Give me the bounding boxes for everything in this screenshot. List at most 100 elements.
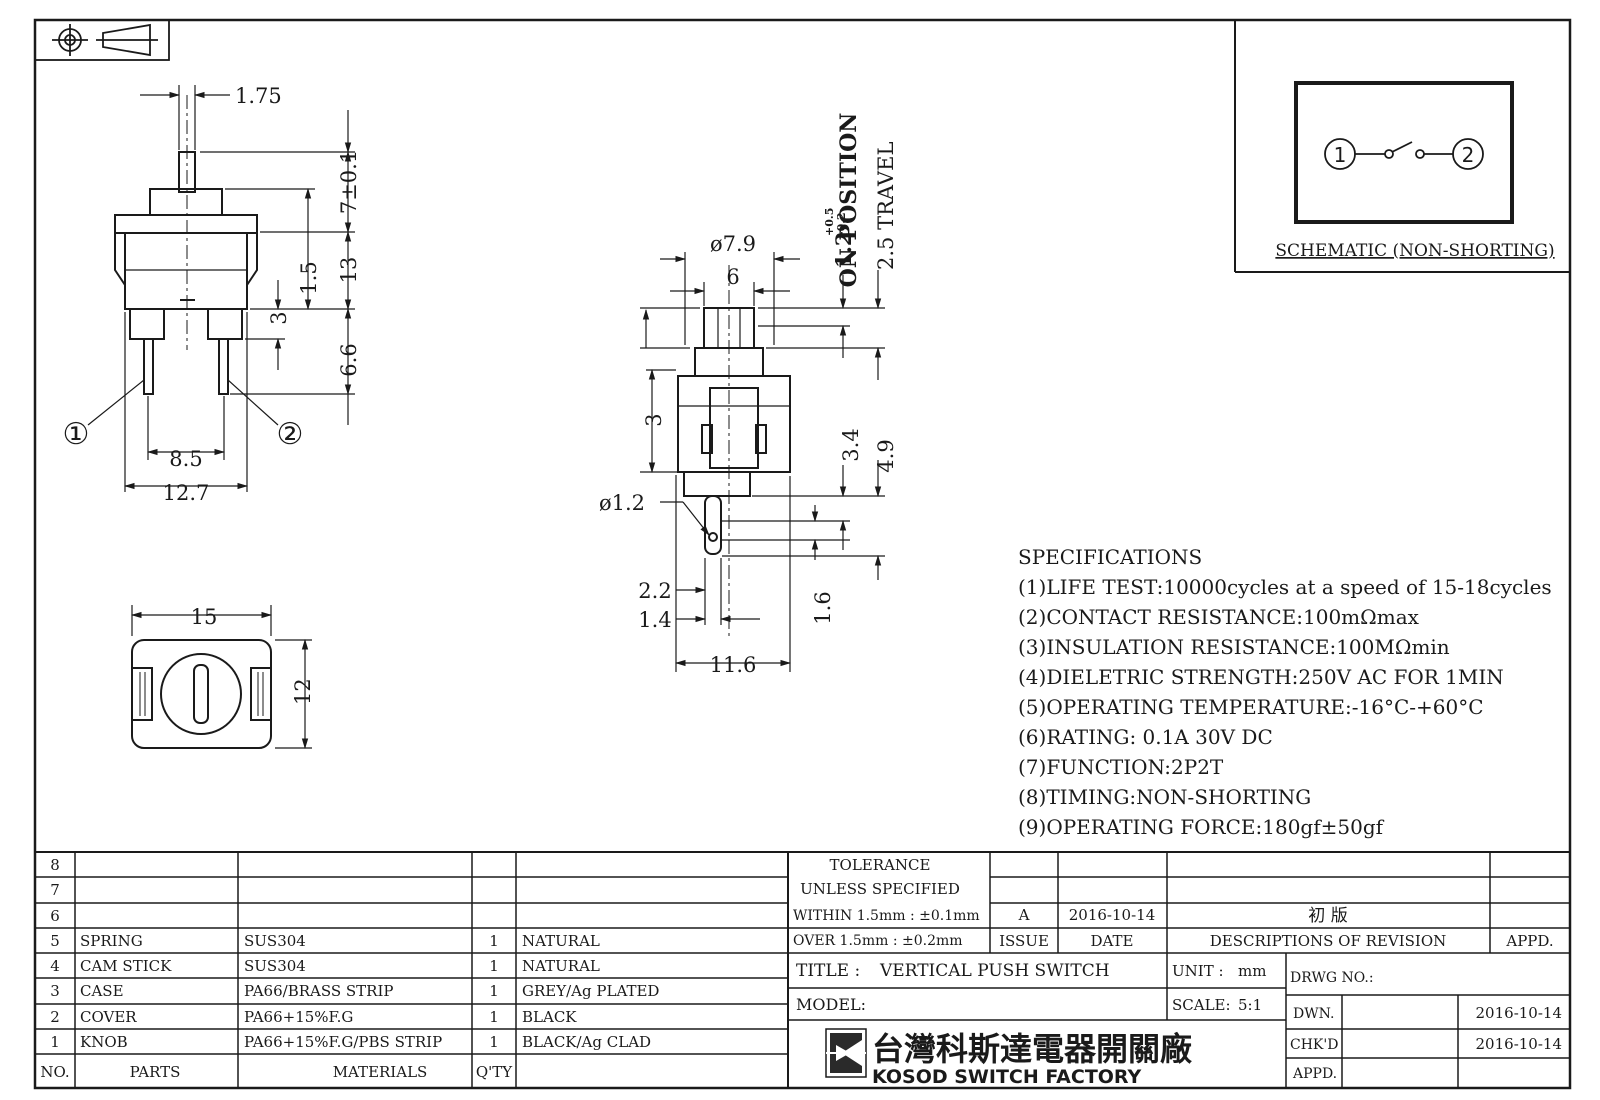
bom-header-no: NO. [40,1063,69,1081]
drwg-no-label: DRWG NO.: [1290,970,1374,986]
dim-1-75: 1.75 [235,84,282,108]
specifications-title: SPECIFICATIONS [1018,545,1202,569]
dim-1-4: 1.4 [638,608,671,632]
tolerance-line3: WITHIN 1.5mm : ±0.1mm [793,908,980,924]
model-label: MODEL: [796,995,866,1014]
dim-6-6: 6.6 [337,343,361,376]
approved-label: APPD. [1292,1066,1337,1082]
table-row: 4 CAM STICK SUS304 1 NATURAL [50,957,600,975]
dim-8-5: 8.5 [169,447,202,471]
schematic-panel [1234,20,1570,273]
bom-qty: 1 [489,1033,499,1051]
dim-6: 6 [726,265,739,289]
bom-no: 8 [50,856,60,874]
pin-2-label: ② [277,417,304,452]
table-row: 1 KNOB PA66+15%F.G/PBS STRIP 1 BLACK/Ag … [50,1033,651,1051]
chkd-label: CHK'D [1290,1037,1338,1053]
dim-2-2: 2.2 [638,579,671,603]
bom-qty: 1 [489,1008,499,1026]
on-position-value: 1.2 [831,231,856,268]
drawing-title: VERTICAL PUSH SWITCH [879,961,1110,981]
on-position-label: ON POSITION [836,113,862,288]
bom-no: 6 [50,907,60,925]
spec-item: (8)TIMING:NON-SHORTING [1018,785,1311,809]
dim-7: 7±0.1 [337,150,361,214]
scale-label: SCALE: [1172,996,1231,1014]
dim-3-4: 3.4 [839,428,863,461]
bom-material: PA66/BRASS STRIP [244,982,394,1000]
dim-12: 12 [291,678,315,705]
title-label: TITLE : [796,961,860,981]
table-row: 3 CASE PA66/BRASS STRIP 1 GREY/Ag PLATED [50,982,659,1000]
title-block-text: TOLERANCE UNLESS SPECIFIED WITHIN 1.5mm … [793,856,1562,1082]
schematic-node-1: 1 [1334,143,1347,167]
title-block-grid [35,851,1570,1088]
spec-item: (7)FUNCTION:2P2T [1018,755,1224,779]
tolerance-line2: UNLESS SPECIFIED [800,880,960,898]
bom-part: COVER [80,1008,137,1026]
unit-value: mm [1238,962,1266,980]
bom-part: CASE [80,982,124,1000]
bom-no: 7 [50,881,60,899]
scale-value: 5:1 [1238,996,1262,1014]
on-position-tol-minus: -0.2 [835,212,848,236]
bom-header-qty: Q'TY [476,1063,513,1081]
travel-label: 2.5 TRAVEL [874,141,898,270]
bom-no: 5 [50,932,60,950]
bom-no: 3 [50,982,60,1000]
spec-item: (9)OPERATING FORCE:180gf±50gf [1018,815,1385,839]
table-row: 7 [50,881,60,899]
pin-1-label: ① [63,417,90,452]
side-view-dimension-texts: ø7.9 6 ON POSITION 1.2 +0.5 -0.2 2.5 TRA… [599,113,898,677]
bom-header-parts: PARTS [130,1063,181,1081]
revision-issue: A [1018,906,1030,924]
dim-15: 15 [191,605,218,629]
company-name-en: KOSOD SWITCH FACTORY [872,1066,1142,1088]
bom-header-row: NO. PARTS MATERIALS Q'TY [40,1063,513,1081]
bom-table: 8 7 6 5 SPRING SUS304 1 NATURAL 4 CAM ST… [40,856,659,1081]
schematic-node-2: 2 [1462,143,1475,167]
dim-4-9: 4.9 [874,439,898,472]
spec-item: (5)OPERATING TEMPERATURE:-16°C-+60°C [1018,695,1484,719]
schematic-label: SCHEMATIC (NON-SHORTING) [1275,241,1554,261]
dwn-label: DWN. [1293,1006,1334,1022]
table-row: 6 [50,907,60,925]
company-logo-icon [825,1028,867,1078]
bom-header-materials: MATERIALS [333,1063,428,1081]
revision-description: 初 版 [1308,906,1347,926]
bom-finish: NATURAL [522,932,600,950]
bom-qty: 1 [489,957,499,975]
front-view-dimension-lines [87,85,355,492]
front-view [114,151,258,395]
sheet-border [33,18,1572,1090]
side-view [677,307,791,555]
bom-qty: 1 [489,932,499,950]
bom-finish: BLACK [522,1008,577,1026]
bottom-view [131,639,272,749]
bom-part: SPRING [80,932,143,950]
dim-dia-1-2: ø1.2 [599,491,645,515]
dim-11-6: 11.6 [710,653,757,677]
tolerance-line4: OVER 1.5mm : ±0.2mm [793,933,963,949]
descriptions-label: DESCRIPTIONS OF REVISION [1210,932,1447,950]
bom-material: SUS304 [244,957,306,975]
dim-dia-7-9: ø7.9 [710,232,756,256]
on-position-tol-plus: +0.5 [823,208,836,236]
table-row: 2 COVER PA66+15%F.G 1 BLACK [50,1008,577,1026]
dim-3: 3 [267,311,291,324]
front-view-dimension-texts: 1.75 7±0.1 1.5 13 3 6.6 8.5 12.7 ① ② [63,84,361,505]
side-view-dimension-lines [640,252,885,672]
spec-item: (6)RATING: 0.1A 30V DC [1018,725,1273,749]
projection-symbol-icon [34,19,170,61]
bom-part: CAM STICK [80,957,172,975]
spec-item: (4)DIELETRIC STRENGTH:250V AC FOR 1MIN [1018,665,1504,689]
bom-material: PA66+15%F.G [244,1008,353,1026]
bom-material: PA66+15%F.G/PBS STRIP [244,1033,442,1051]
bom-finish: BLACK/Ag CLAD [522,1033,651,1051]
spec-item: (2)CONTACT RESISTANCE:100mΩmax [1018,605,1420,629]
chkd-date: 2016-10-14 [1476,1035,1562,1053]
table-row: 8 [50,856,60,874]
bom-finish: GREY/Ag PLATED [522,982,659,1000]
bom-no: 4 [50,957,60,975]
bom-finish: NATURAL [522,957,600,975]
